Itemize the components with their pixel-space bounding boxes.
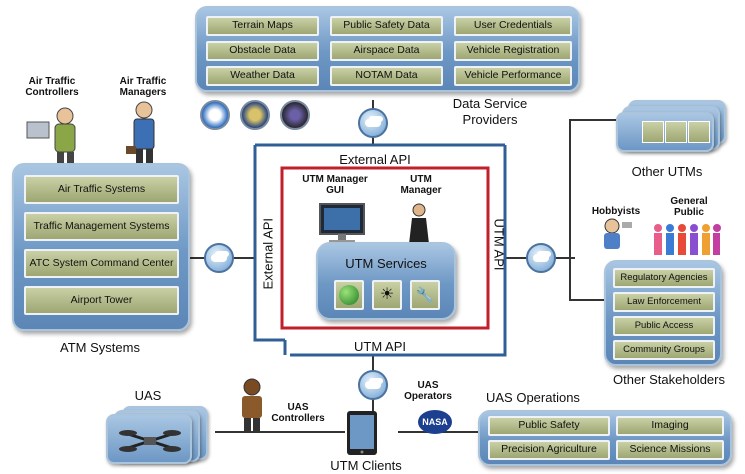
uas-operators-label: UAS Operators	[404, 380, 452, 402]
tile-imaging: Imaging	[616, 416, 724, 436]
uas-operations-label: UAS Operations	[486, 390, 580, 405]
atm-systems-label: ATM Systems	[60, 340, 140, 355]
utm-globe-icon	[642, 121, 664, 143]
globe-icon	[334, 280, 364, 310]
air-traffic-managers-label: Air Traffic Managers	[119, 76, 167, 98]
drone-icon	[119, 430, 181, 452]
external-api-top-label: External API	[339, 152, 411, 167]
atm-systems-panel: Air Traffic Systems Traffic Management S…	[12, 163, 190, 331]
cloud-top-icon	[358, 108, 388, 138]
utm-api-frame	[290, 145, 507, 357]
general-public-label: General Public	[670, 196, 708, 218]
tile-weather-data: Weather Data	[206, 66, 319, 86]
other-utms-panel	[616, 112, 714, 152]
external-api-frame-left	[253, 145, 285, 342]
tile-vehicle-registration: Vehicle Registration	[454, 41, 572, 61]
cloud-right-icon	[526, 243, 556, 273]
tile-precision-agriculture: Precision Agriculture	[488, 440, 610, 460]
external-api-side-label: External API	[260, 217, 276, 290]
utm-manager-gui-label: UTM Manager GUI	[302, 174, 368, 196]
tile-science-missions: Science Missions	[616, 440, 724, 460]
data-providers-label: Data Service Providers	[452, 96, 528, 127]
monitor-icon	[319, 203, 365, 244]
link-stakeholder-panel	[569, 258, 604, 301]
uas-operations-panel: Public Safety Imaging Precision Agricult…	[478, 410, 732, 466]
tile-terrain-maps: Terrain Maps	[206, 16, 319, 36]
other-utms-label: Other UTMs	[631, 164, 703, 179]
tile-air-traffic-systems: Air Traffic Systems	[24, 175, 179, 204]
utm-wrench-icon	[688, 121, 710, 143]
noaa-seal-icon	[200, 100, 230, 130]
tile-law-enforcement: Law Enforcement	[613, 292, 715, 312]
other-stakeholders-label: Other Stakeholders	[612, 372, 725, 387]
uas-label: UAS	[134, 388, 162, 403]
utm-manager-label: UTM Manager	[400, 174, 442, 196]
tile-user-credentials: User Credentials	[454, 16, 572, 36]
nasa-logo: NASA	[418, 410, 452, 434]
air-traffic-controllers-label: Air Traffic Controllers	[25, 76, 79, 98]
cloud-bottom-icon	[358, 370, 388, 400]
tile-notam-data: NOTAM Data	[330, 66, 443, 86]
tablet-icon	[347, 411, 377, 455]
faa-seal-icon	[240, 100, 270, 130]
tile-public-safety: Public Safety	[488, 416, 610, 436]
stakeholders-panel: Regulatory Agencies Law Enforcement Publ…	[604, 260, 722, 366]
tile-regulatory-agencies: Regulatory Agencies	[613, 268, 715, 288]
tile-community-groups: Community Groups	[613, 340, 715, 360]
tile-traffic-management-systems: Traffic Management Systems	[24, 212, 179, 241]
cloud-left-icon	[204, 243, 234, 273]
utm-api-side-label: UTM API	[491, 218, 507, 271]
controller-figure-icon	[26, 107, 76, 164]
weather-icon: ☀	[372, 280, 402, 310]
uas-controller-figure-icon	[242, 378, 262, 432]
wrench-icon: 🔧	[410, 280, 440, 310]
hobbyist-figure-icon	[604, 218, 632, 249]
tile-public-safety-data: Public Safety Data	[330, 16, 443, 36]
data-providers-panel: Terrain Maps Public Safety Data User Cre…	[195, 6, 580, 92]
utm-services-panel: UTM Services ☀ 🔧	[316, 242, 456, 320]
tile-airspace-data: Airspace Data	[330, 41, 443, 61]
manager-figure-icon	[126, 101, 155, 163]
utm-manager-figure-icon	[409, 203, 429, 244]
tile-atc-command-center: ATC System Command Center	[24, 249, 179, 278]
uas-controllers-label: UAS Controllers	[271, 402, 325, 424]
utm-clients-label: UTM Clients	[330, 458, 402, 473]
utm-services-label: UTM Services	[345, 256, 427, 271]
tile-obstacle-data: Obstacle Data	[206, 41, 319, 61]
hobbyists-label: Hobbyists	[591, 206, 641, 217]
utm-api-bottom-label: UTM API	[353, 339, 406, 354]
uas-panel	[106, 414, 192, 464]
utm-weather-icon	[665, 121, 687, 143]
link-other-utms	[569, 119, 620, 258]
tile-public-access: Public Access	[613, 316, 715, 336]
agency-seal-icon	[280, 100, 310, 130]
tile-vehicle-performance: Vehicle Performance	[454, 66, 572, 86]
tile-airport-tower: Airport Tower	[24, 286, 179, 315]
public-crowd-icon	[654, 224, 721, 255]
